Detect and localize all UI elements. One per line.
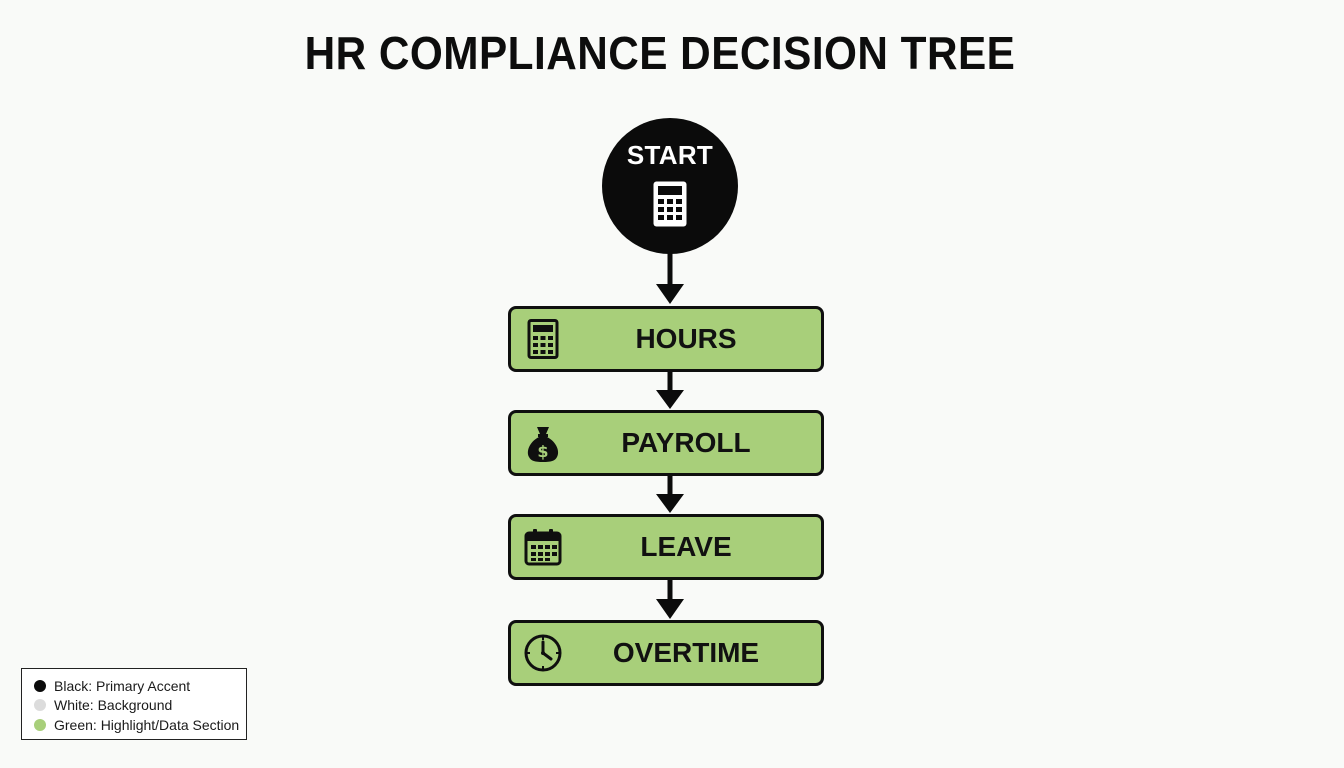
legend-item: Green: Highlight/Data Section (34, 715, 246, 735)
connector-arrow (656, 476, 684, 513)
legend-swatch-white (34, 699, 46, 712)
step-payroll: $ PAYROLL (508, 410, 824, 476)
calculator-icon (527, 319, 559, 359)
connector-arrow (656, 372, 684, 409)
legend-label: Green: Highlight/Data Section (54, 716, 240, 733)
legend-swatch-black (34, 679, 46, 692)
step-leave: LEAVE (508, 514, 824, 580)
svg-text:$: $ (537, 442, 548, 461)
step-label-hours: HOURS (635, 323, 737, 354)
legend-label: White: Background (54, 697, 173, 714)
legend-item: Black: Primary Accent (34, 676, 246, 696)
legend-swatch-green (34, 718, 46, 731)
connector-arrow (656, 252, 684, 304)
step-label-leave: LEAVE (640, 531, 732, 562)
connector-arrow (656, 580, 684, 619)
money-bag-icon: $ (527, 427, 559, 462)
legend-item: White: Background (34, 696, 246, 716)
step-hours: HOURS (508, 306, 824, 372)
start-label: START (626, 140, 714, 170)
calculator-icon (653, 181, 687, 227)
clock-icon (524, 634, 562, 672)
step-overtime: OVERTIME (508, 620, 824, 686)
legend-label: Black: Primary Accent (54, 677, 191, 694)
color-legend: Black: Primary Accent White: Background … (21, 668, 247, 740)
step-label-overtime: OVERTIME (612, 637, 760, 668)
step-label-payroll: PAYROLL (621, 427, 751, 458)
calendar-icon (524, 529, 562, 566)
page-title: HR COMPLIANCE DECISION TREE (304, 27, 1016, 79)
start-node: START (602, 118, 738, 254)
